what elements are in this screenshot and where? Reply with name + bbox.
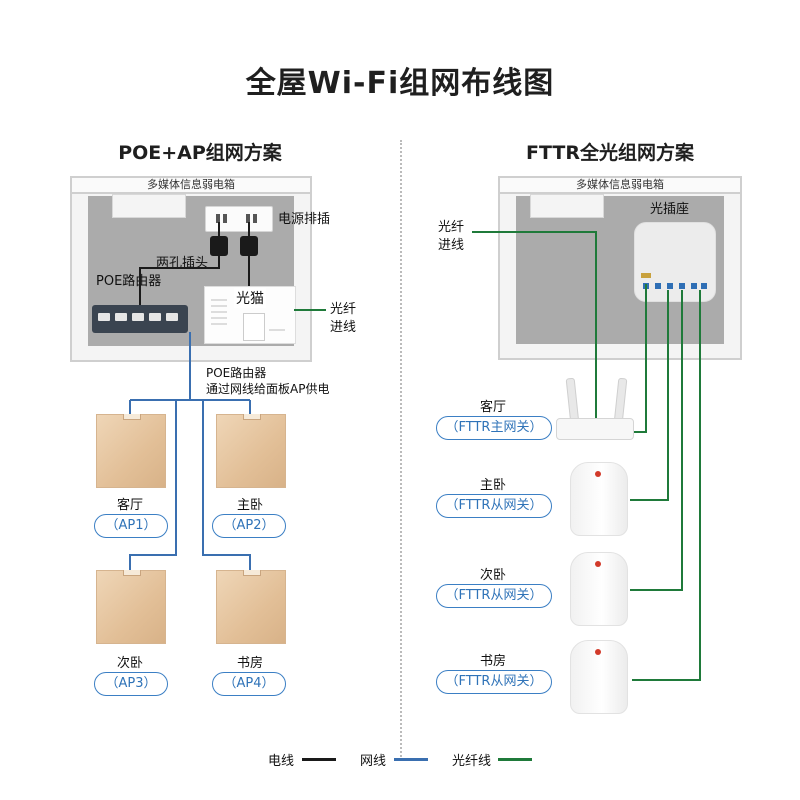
fiber-in-label-line2: 进线: [330, 320, 357, 335]
ap-tag: （AP1）: [94, 514, 168, 538]
cabinet-label: 多媒体信息弱电箱: [500, 178, 740, 194]
fttr-sub-gateway-icon: [570, 640, 628, 714]
poe-note-line1: POE路由器: [206, 366, 267, 380]
fttr-heading: FTTR全光组网方案: [526, 142, 694, 164]
ap-panel-3: [96, 570, 166, 644]
cabinet-bracket: [112, 194, 186, 218]
poe-router-label: POE路由器: [96, 274, 162, 289]
fiber-in-label-line2: 进线: [438, 238, 465, 253]
fttr-main-gateway-icon: [556, 418, 634, 440]
gateway-tag: （FTTR从网关）: [436, 584, 552, 608]
ap-panel-2: [216, 414, 286, 488]
plug-icon: [240, 236, 258, 256]
legend-label-fiber: 光纤线: [452, 754, 492, 769]
gateway-tag: （FTTR从网关）: [436, 670, 552, 694]
room-label: 客厅: [116, 498, 143, 513]
room-label: 书房: [236, 656, 263, 671]
ap-tag: （AP4）: [212, 672, 286, 696]
room-label: 主卧: [236, 498, 263, 513]
room-label: 主卧: [479, 478, 506, 493]
room-label: 次卧: [116, 656, 143, 671]
section-divider: [400, 140, 402, 760]
modem-label: 光猫: [234, 288, 266, 308]
page-title: 全屋Wi-Fi组网布线图: [245, 66, 555, 101]
plug-icon: [210, 236, 228, 256]
ap-panel-1: [96, 414, 166, 488]
poe-router-icon: [92, 305, 188, 333]
ap-panel-4: [216, 570, 286, 644]
power-strip-label: 电源排插: [278, 212, 331, 227]
gateway-tag: （FTTR从网关）: [436, 494, 552, 518]
optical-socket-label: 光插座: [650, 202, 690, 217]
cabinet-label: 多媒体信息弱电箱: [72, 178, 310, 194]
fttr-sub-gateway-icon: [570, 552, 628, 626]
room-label: 书房: [479, 654, 506, 669]
ap-tag: （AP2）: [212, 514, 286, 538]
power-strip-icon: [205, 206, 273, 232]
poe-note-line2: 通过网线给面板AP供电: [206, 382, 330, 396]
ap-tag: （AP3）: [94, 672, 168, 696]
fttr-cabinet: 多媒体信息弱电箱: [498, 176, 742, 360]
cabinet-bracket: [530, 194, 604, 218]
gateway-tag: （FTTR主网关）: [436, 416, 552, 440]
legend-label-network: 网线: [360, 754, 387, 769]
legend-label-power: 电线: [268, 754, 295, 769]
fiber-in-label-line1: 光纤: [438, 220, 465, 235]
fiber-in-label-line1: 光纤: [330, 302, 357, 317]
legend-swatch-network: [394, 758, 428, 761]
legend-swatch-fiber: [498, 758, 532, 761]
fttr-sub-gateway-icon: [570, 462, 628, 536]
legend-swatch-power: [302, 758, 336, 761]
room-label: 客厅: [479, 400, 506, 415]
room-label: 次卧: [479, 568, 506, 583]
poe-heading: POE+AP组网方案: [118, 142, 282, 164]
